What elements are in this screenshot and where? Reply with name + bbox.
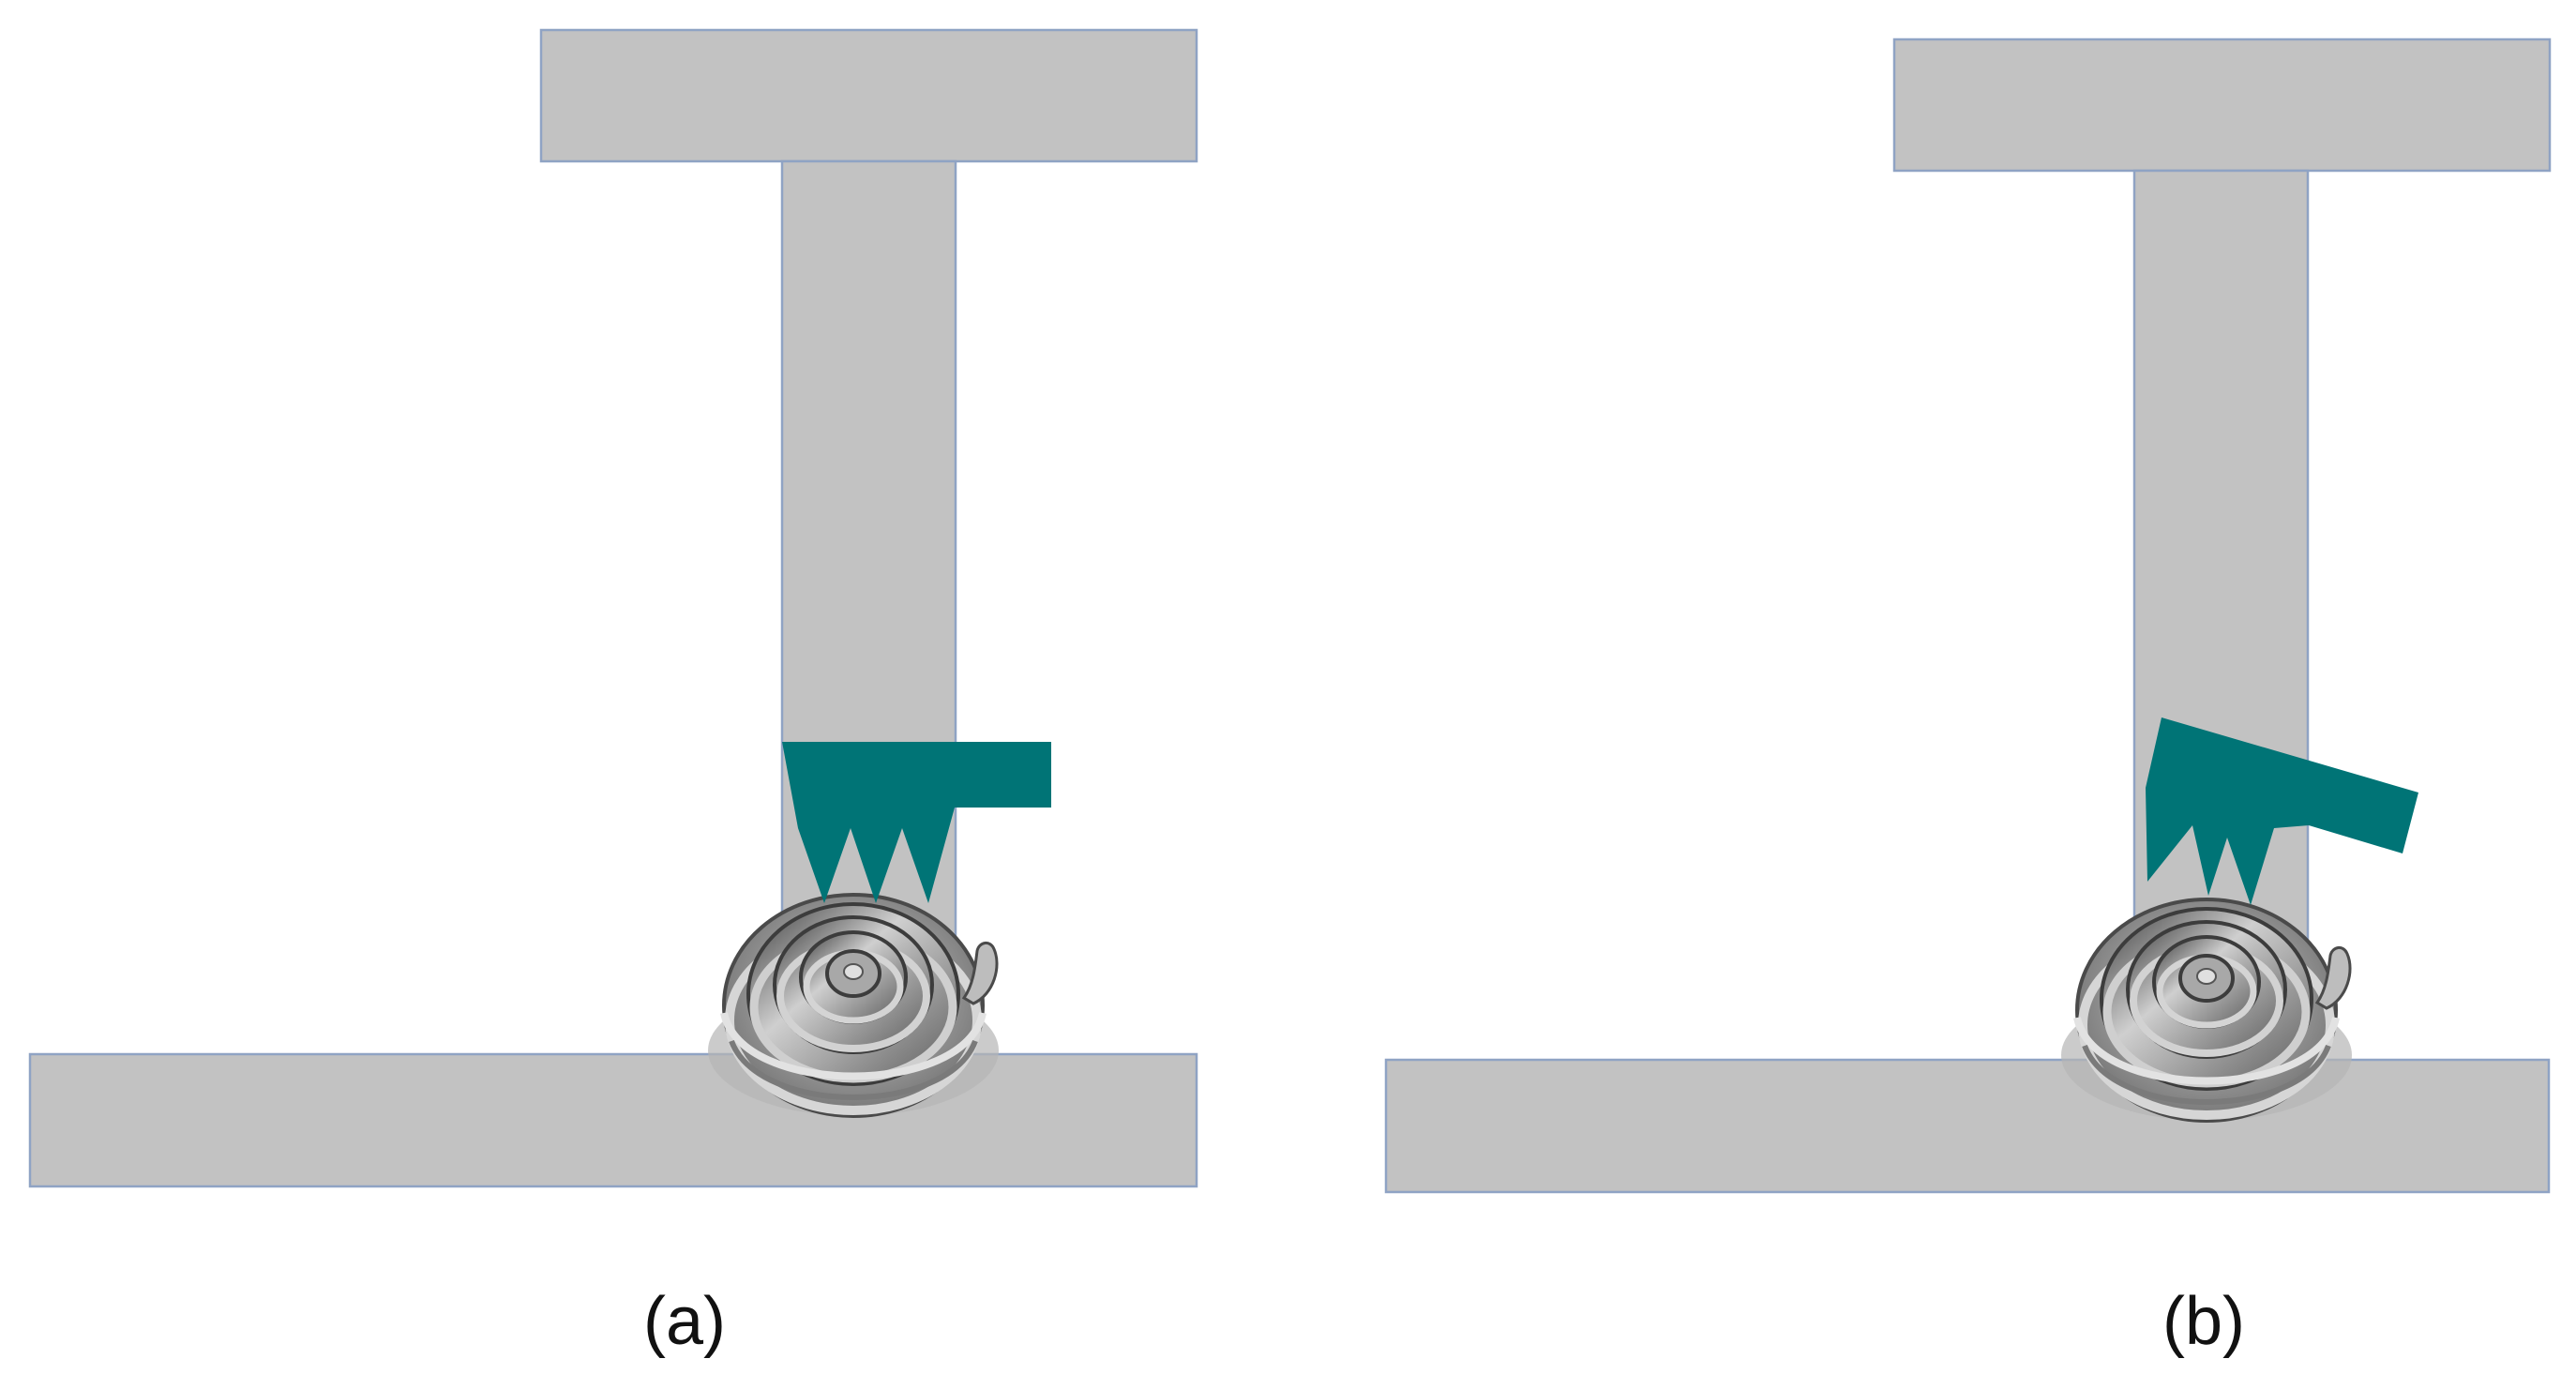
panel-a: (a) bbox=[28, 28, 1198, 1359]
panel-b: (b) bbox=[1384, 38, 2552, 1359]
panel-label-b: (b) bbox=[2162, 1284, 2245, 1359]
base-bar-b bbox=[1384, 1058, 2551, 1194]
ratchet-pawl-a bbox=[782, 742, 1051, 903]
panel-label-a: (a) bbox=[643, 1284, 726, 1359]
base-bar-a bbox=[28, 1052, 1198, 1188]
top-bar-a bbox=[539, 28, 1198, 163]
ratchet-pawl-b bbox=[2146, 717, 2418, 905]
top-bar-b bbox=[1892, 38, 2552, 173]
